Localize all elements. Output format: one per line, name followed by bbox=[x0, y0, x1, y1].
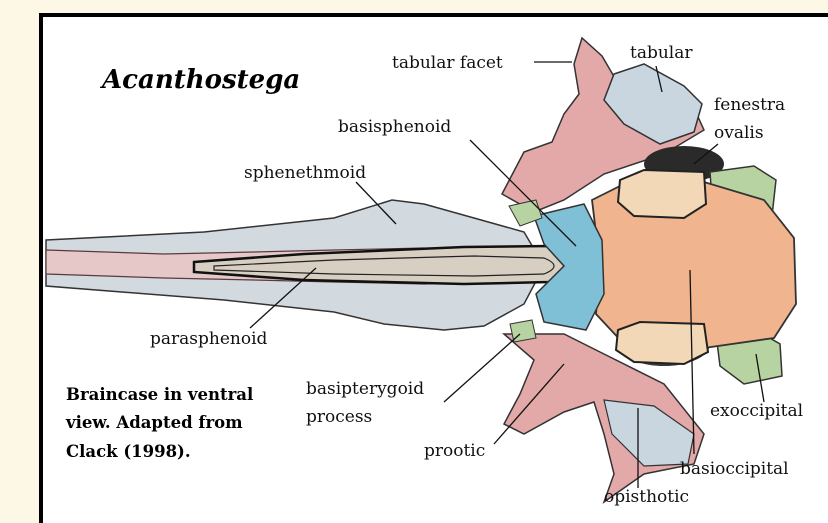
label-basisphenoid: basisphenoid bbox=[338, 117, 451, 137]
otic-upper bbox=[618, 170, 706, 218]
braincase-diagram: Acanthostega Braincase in ventral view. … bbox=[43, 17, 828, 523]
diagram-title: Acanthostega bbox=[99, 65, 300, 95]
label-sphenethmoid: sphenethmoid bbox=[244, 163, 366, 183]
label-fenestra: fenestra bbox=[714, 95, 785, 115]
label-exoccipital: exoccipital bbox=[710, 401, 803, 421]
label-ovalis: ovalis bbox=[714, 123, 764, 143]
label-prootic: prootic bbox=[424, 441, 485, 461]
label-basioccipital: basioccipital bbox=[680, 459, 789, 479]
leader-basipterygoid bbox=[444, 334, 520, 402]
caption-line-2: view. Adapted from bbox=[65, 413, 243, 432]
caption-line-1: Braincase in ventral bbox=[66, 385, 253, 404]
label-tabular-facet: tabular facet bbox=[392, 53, 503, 73]
label-tabular: tabular bbox=[630, 43, 693, 63]
diagram-frame: Acanthostega Braincase in ventral view. … bbox=[39, 13, 828, 523]
otic-lower bbox=[616, 322, 708, 364]
label-basipterygoid: basipterygoid bbox=[306, 379, 424, 399]
label-parasphenoid: parasphenoid bbox=[150, 329, 268, 349]
label-opisthotic: opisthotic bbox=[604, 487, 689, 507]
caption-line-3: Clack (1998). bbox=[66, 442, 191, 461]
label-process: process bbox=[306, 407, 372, 427]
